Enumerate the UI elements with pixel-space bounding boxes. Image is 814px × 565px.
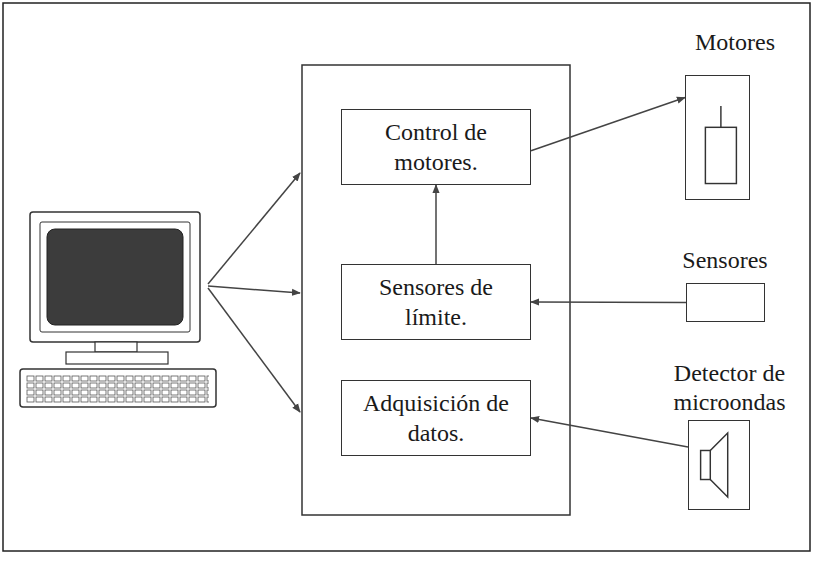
speaker-symbol bbox=[689, 421, 749, 509]
device-node: Motores bbox=[660, 28, 810, 57]
motor-box bbox=[685, 75, 750, 200]
device-node: Detector de microondas bbox=[652, 359, 807, 417]
arrow-connector bbox=[531, 418, 688, 447]
device-label: Sensores bbox=[650, 246, 800, 275]
arrow-connector bbox=[531, 301, 686, 303]
sensor-box bbox=[686, 283, 765, 322]
arrow-connector bbox=[531, 98, 685, 151]
box-label: Adquisición de datos. bbox=[362, 388, 510, 448]
box-label: Sensores de límite. bbox=[362, 272, 510, 332]
computer-link bbox=[208, 173, 300, 412]
speaker-box bbox=[688, 420, 750, 510]
computer-icon bbox=[20, 212, 216, 407]
process-box: Adquisición de datos. bbox=[341, 380, 531, 456]
process-box: Control de motores. bbox=[341, 109, 531, 185]
device-label: Detector de microondas bbox=[652, 359, 807, 417]
sensor-symbol bbox=[687, 284, 764, 321]
page-frame bbox=[3, 3, 810, 551]
device-label: Motores bbox=[660, 28, 810, 57]
box-label: Control de motores. bbox=[362, 117, 510, 177]
process-box: Sensores de límite. bbox=[341, 264, 531, 340]
outer-box bbox=[302, 65, 570, 515]
motor-symbol bbox=[686, 76, 749, 199]
device-node: Sensores bbox=[650, 246, 800, 275]
arrow-connector bbox=[435, 185, 437, 264]
